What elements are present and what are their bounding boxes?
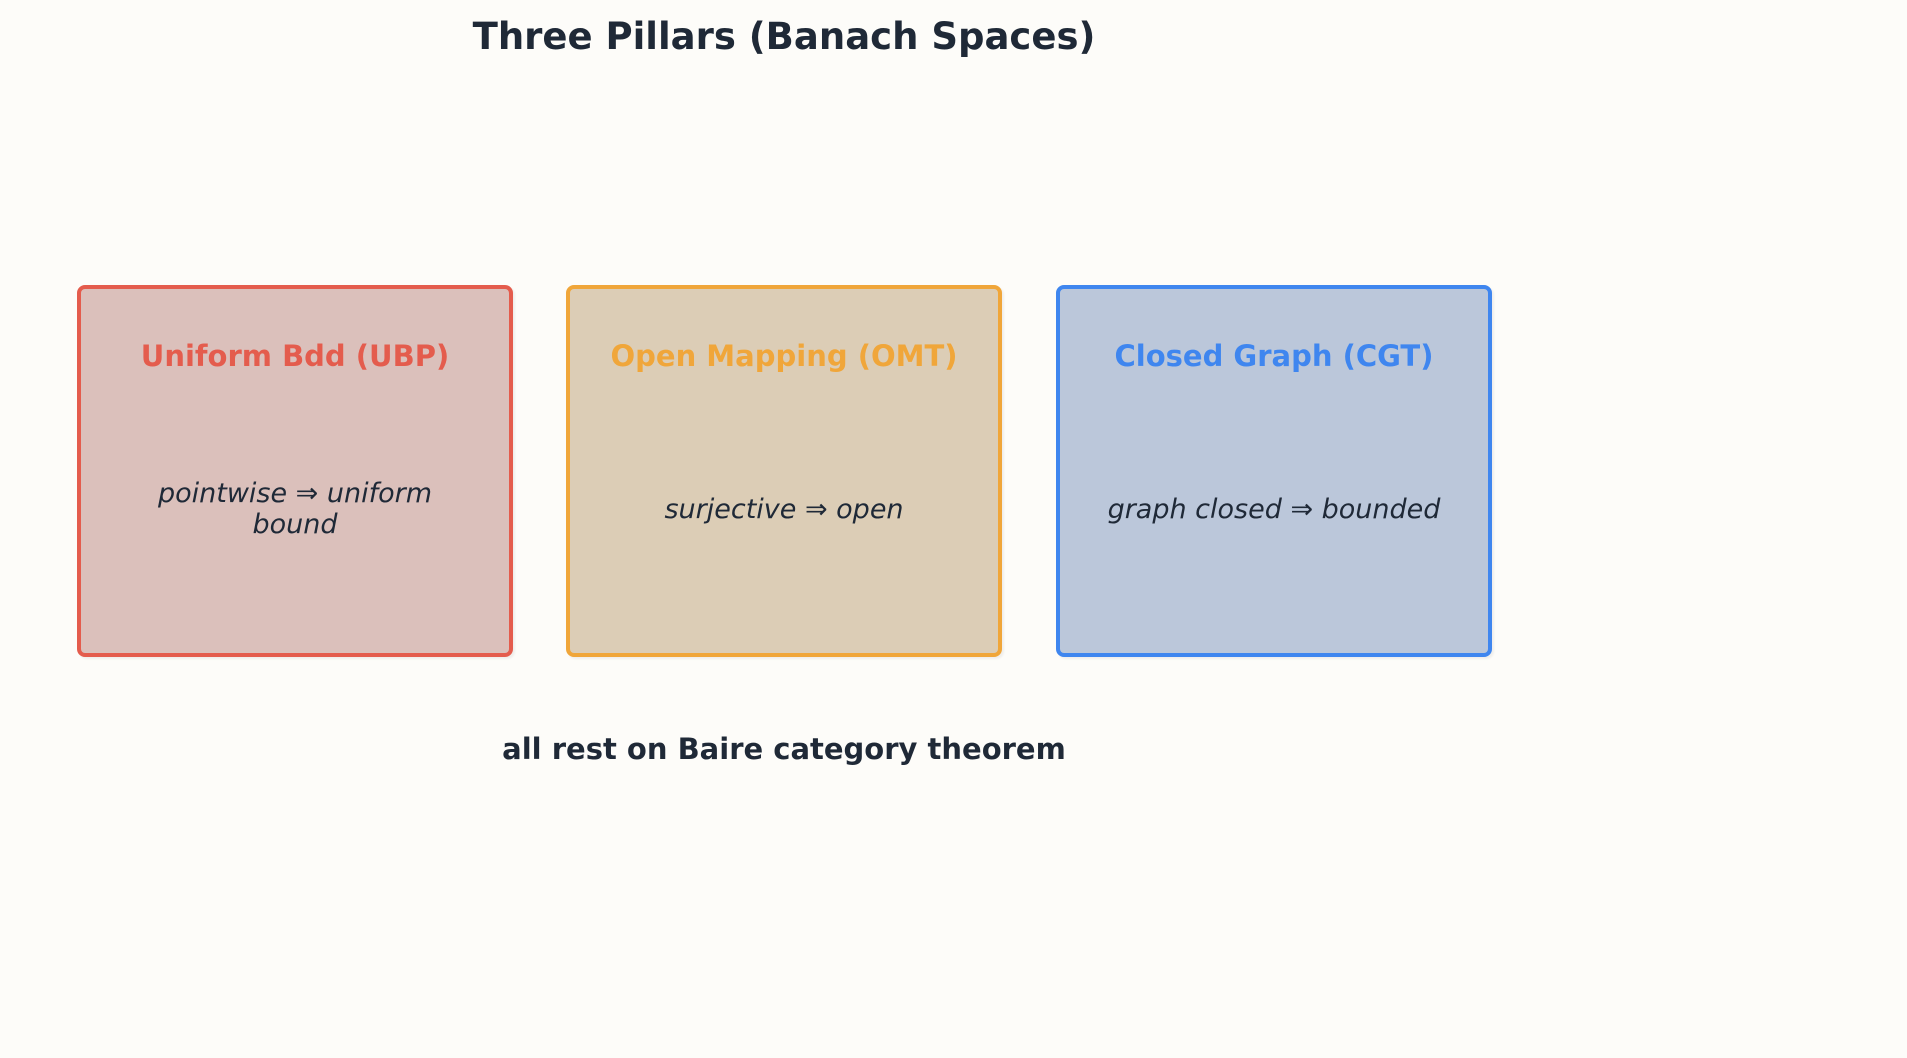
pillar-box-ubp: Uniform Bdd (UBP) pointwise ⇒ uniform bo… — [77, 285, 513, 657]
footer-note: all rest on Baire category theorem — [502, 732, 1066, 766]
pillar-description-omt: surjective ⇒ open — [664, 493, 904, 525]
pillar-box-cgt: Closed Graph (CGT) graph closed ⇒ bounde… — [1056, 285, 1492, 657]
pillar-title-cgt: Closed Graph (CGT) — [1114, 339, 1434, 373]
pillar-description-area-omt: surjective ⇒ open — [610, 429, 958, 589]
pillar-description-ubp: pointwise ⇒ uniform bound — [157, 478, 433, 540]
pillar-description-area-ubp: pointwise ⇒ uniform bound — [121, 429, 469, 589]
page-title: Three Pillars (Banach Spaces) — [472, 15, 1096, 58]
pillar-box-omt: Open Mapping (OMT) surjective ⇒ open — [566, 285, 1002, 657]
pillar-title-ubp: Uniform Bdd (UBP) — [140, 339, 450, 373]
pillar-description-cgt: graph closed ⇒ bounded — [1107, 493, 1441, 525]
pillar-title-omt: Open Mapping (OMT) — [610, 339, 958, 373]
pillar-description-area-cgt: graph closed ⇒ bounded — [1100, 429, 1448, 589]
